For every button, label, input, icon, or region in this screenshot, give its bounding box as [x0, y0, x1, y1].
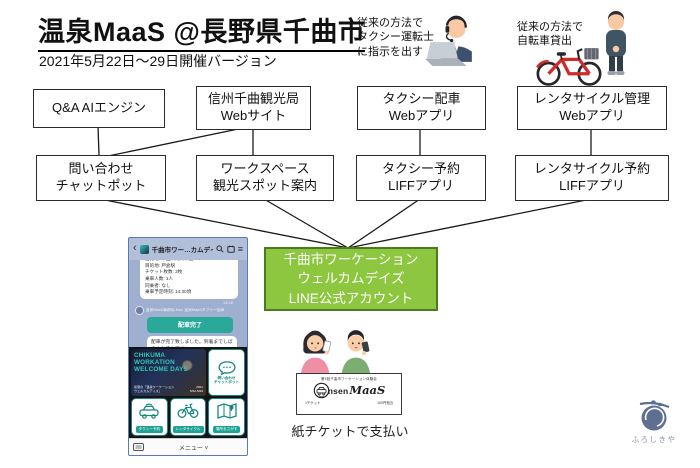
ticket-unit: 1チケット — [305, 401, 321, 405]
chat-title: 千曲市ワー…カムデイズ — [151, 247, 213, 254]
furoshikiya-logo — [639, 400, 670, 431]
menu-bar-label[interactable]: メニュー ˅ — [178, 445, 209, 452]
box-rentacycle-liff-app: レンタサイクル予約 LIFFアプリ — [515, 155, 669, 201]
ticket-value: 100円相当 — [377, 401, 393, 405]
furoshikiya-label: ふろしきや — [631, 435, 677, 444]
bicycle-icon — [177, 403, 199, 418]
richmenu-taxi-button[interactable]: タクシー予約 — [131, 398, 168, 436]
ticket-header: 第5回千曲市ワーケーション体験会 — [321, 377, 377, 381]
map-icon — [217, 403, 237, 419]
box-inquiry-chatbot: 問い合わせ チャットポット — [36, 155, 166, 201]
calendar-icon[interactable] — [227, 245, 235, 253]
menu-bar[interactable]: メニュー ˅ — [129, 438, 247, 455]
taxi-operator-illustration — [425, 15, 472, 66]
box-shinshu-chikuma-web: 信州千曲観光局 Webサイト — [196, 86, 311, 130]
richmenu-taxi-label: タクシー予約 — [135, 426, 164, 433]
rich-menu: CHIKUMA WORKATION WELCOME DAYS 初夏の「温泉ワーケ… — [129, 347, 247, 438]
ticket-brand-maas: MaaS — [349, 382, 386, 397]
taxi-circle-icon — [313, 382, 329, 399]
richmenu-rentacycle-label: レンタサイクル — [172, 426, 204, 433]
box-taxi-dispatch-web: タクシー配車 Webアプリ — [357, 86, 486, 130]
onsen-maas-logo: nsen MaaS — [299, 382, 399, 399]
account-avatar — [139, 244, 149, 254]
rental-bicycle-illustration — [536, 48, 602, 86]
dispatch-complete-card: 配車完了 — [147, 316, 233, 333]
campaign-dates: 5/22-5/29 — [189, 389, 203, 394]
page-subtitle: 2021年5月22日〜29日開催バージョン — [39, 53, 277, 69]
taxi-operator-note: 従来の方法で タクシー運転士 に指示を出す — [357, 17, 434, 58]
bicycle-rental-note: 従来の方法で 自転車貸出 — [517, 21, 583, 48]
campaign-subtitle: 初夏の「温泉ワーケーション ウェルカムデイズ」 — [134, 385, 175, 394]
box-taxi-liff-app: タクシー予約 LIFFアプリ — [356, 155, 486, 201]
message-timestamp: 14:28 — [222, 299, 233, 305]
phone-chat-header: ‹ 千曲市ワー…カムデイズ ≡ — [129, 238, 247, 260]
keyboard-icon[interactable] — [133, 443, 144, 451]
taxi-icon — [139, 403, 159, 419]
richmenu-map-label: 場所をさがす — [212, 426, 241, 433]
box-rentacycle-admin-web: レンタサイクル管理 Webアプリ — [517, 86, 667, 130]
dispatch-reply-bubble: 配車が完了致しました。到着までしばらくお待ち下さい。 — [147, 335, 237, 347]
payment-caption: 紙チケットで支払い — [291, 424, 409, 439]
page-title: 温泉MaaS @長野県千曲市 — [38, 10, 366, 52]
line-official-account-box: 千曲市ワーケーション ウェルカムデイズ LINE公式アカウント — [264, 247, 438, 311]
campaign-title: CHIKUMA WORKATION WELCOME DAYS — [134, 352, 188, 374]
richmenu-map-button[interactable]: 場所をさがす — [208, 398, 246, 436]
paper-ticket: 第5回千曲市ワーケーション体験会 nsen MaaS 1チケット 100円相当 — [296, 373, 402, 415]
phone-users-illustration — [300, 330, 371, 377]
richmenu-rentacycle-button[interactable]: レンタサイクル — [169, 398, 207, 436]
box-qa-ai-engine: Q&A AIエンジン — [33, 89, 165, 128]
richmenu-chatbot-button[interactable]: 問い合わせ チャットボット — [208, 349, 245, 396]
hamburger-menu-icon[interactable]: ≡ — [237, 243, 243, 254]
campaign-photo-tile: CHIKUMA WORKATION WELCOME DAYS 初夏の「温泉ワーケ… — [131, 349, 206, 396]
rental-staff-illustration — [606, 11, 626, 75]
search-icon[interactable] — [216, 245, 224, 253]
ride-request-bubble: 出発地: 千曲川河川公園 目的地: 戸倉駅 チケット枚数: 2枚 乗車人数: 1… — [140, 260, 238, 299]
campaign-year: 2021 — [196, 385, 203, 390]
sender-avatar — [135, 305, 144, 315]
back-icon[interactable]: ‹ — [133, 241, 137, 254]
box-workspace-spot-guide: ワークスペース 観光スポット案内 — [196, 155, 334, 201]
chat-area: 出発地: 千曲川河川公園 目的地: 戸倉駅 チケット枚数: 2枚 乗車人数: 1… — [129, 260, 247, 347]
richmenu-chatbot-label: 問い合わせ チャットボット — [213, 375, 240, 384]
sender-note: 温泉MaaS事務局 from 温泉MaaSタクシー配車 — [145, 307, 225, 312]
line-app-screenshot: ‹ 千曲市ワー…カムデイズ ≡ 出発地: 千曲川河川公園 目的地: 戸倉駅 チケ… — [128, 237, 248, 456]
chat-bubble-icon — [217, 360, 236, 375]
ticket-brand-onsen: nsen — [327, 385, 349, 396]
